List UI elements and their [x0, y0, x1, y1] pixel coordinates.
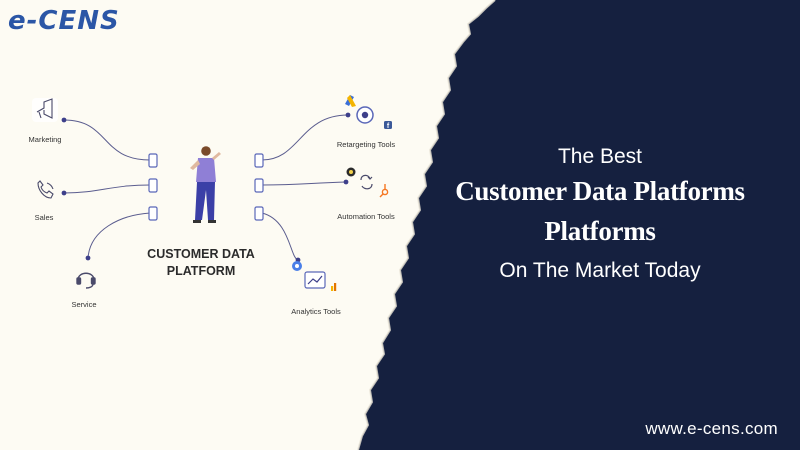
automation-node: Automation Tools [337, 167, 395, 221]
phone-icon [37, 180, 54, 199]
headset-icon [76, 272, 96, 289]
sales-node: Sales [35, 180, 54, 222]
automation-label: Automation Tools [337, 212, 395, 221]
chart-icon [304, 271, 326, 289]
center-label-line1: CUSTOMER DATA [147, 247, 255, 261]
sales-label: Sales [35, 213, 54, 222]
hubspot-icon [379, 184, 389, 198]
center-label-line2: PLATFORM [167, 264, 236, 278]
retargeting-label: Retargeting Tools [337, 140, 395, 149]
google-ads-icon [345, 95, 356, 107]
cdp-diagram: CUSTOMER DATA PLATFORM Marketing Sales S… [29, 95, 395, 316]
target-icon [356, 106, 374, 124]
connector-dots [61, 112, 351, 263]
marketing-label: Marketing [29, 135, 62, 144]
service-node: Service [71, 272, 97, 309]
facebook-icon: f [384, 121, 392, 130]
connector-retargeting [261, 114, 349, 161]
connector-marketing [63, 119, 151, 161]
person-figure [190, 146, 221, 223]
retargeting-node: f Retargeting Tools [337, 95, 395, 149]
connector-service [87, 212, 151, 259]
analytics-label: Analytics Tools [291, 307, 341, 316]
website-link[interactable]: www.e-cens.com [645, 419, 778, 438]
left-plugs [148, 153, 158, 221]
brand-logo[interactable]: e-CENS [8, 6, 120, 36]
right-plugs [254, 153, 264, 221]
connector-sales [63, 184, 151, 194]
connector-analytics [261, 212, 299, 261]
analytics-node: Analytics Tools [291, 261, 341, 316]
mailchimp-icon [346, 167, 356, 177]
service-label: Service [71, 300, 96, 309]
headline-top: The Best [557, 145, 643, 168]
connector-lines [63, 114, 349, 261]
bar-chart-icon [331, 283, 337, 291]
headline-main-line2: Platforms [544, 216, 656, 246]
torn-navy-panel [358, 0, 800, 450]
megaphone-icon [36, 98, 53, 119]
marketing-node: Marketing [29, 98, 62, 144]
headline-bottom: On The Market Today [499, 259, 701, 282]
recycle-icon [360, 174, 373, 190]
logo-text: e-CENS [8, 6, 120, 36]
connector-automation [261, 181, 347, 186]
google-analytics-icon [292, 261, 302, 271]
svg-text:f: f [387, 123, 390, 130]
headline-main-line1: Customer Data Platforms [455, 176, 745, 206]
torn-edge-highlight [357, 0, 496, 450]
